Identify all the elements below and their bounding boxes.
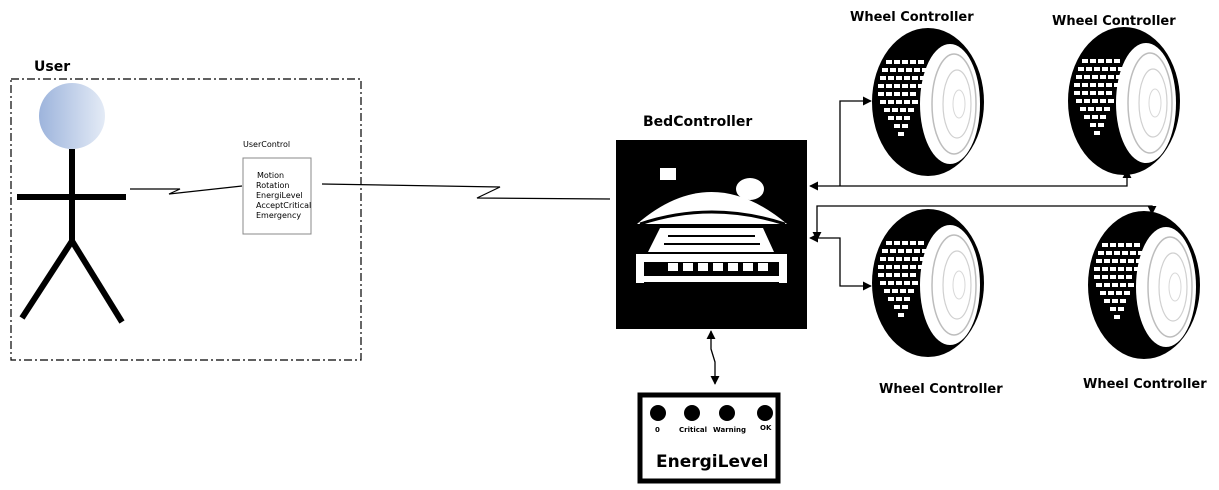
energy-level-panel: 0 Critical Warning OK EnergiLevel <box>640 395 778 481</box>
indicator-ok-light-icon <box>757 405 773 421</box>
wheel-icon-top-right <box>1068 27 1180 175</box>
wheel-icon-bottom-left <box>872 209 984 357</box>
indicator-critical-label: Critical <box>679 426 707 434</box>
bed-controller-icon <box>616 140 807 329</box>
indicator-critical-light-icon <box>684 405 700 421</box>
indicator-warning-light-icon <box>719 405 735 421</box>
user-to-control-link <box>130 186 242 194</box>
user-control-item: Motion <box>257 171 284 180</box>
user-control-title: UserControl <box>243 140 290 149</box>
bed-to-wheel-top-left-arrow <box>840 101 871 186</box>
indicator-zero-light-icon <box>650 405 666 421</box>
indicator-warning-label: Warning <box>713 426 746 434</box>
user-control-item: Emergency <box>256 211 301 220</box>
user-control-item: EnergiLevel <box>256 191 303 200</box>
wheel-controller-label-top-left: Wheel Controller <box>850 10 974 25</box>
wheel-controller-label-bottom-left: Wheel Controller <box>879 382 1003 397</box>
user-stick-figure <box>17 83 126 322</box>
wheel-controller-label-top-right: Wheel Controller <box>1052 14 1176 29</box>
bed-controller-label: BedController <box>643 114 752 130</box>
wheel-icon-bottom-right <box>1088 211 1200 359</box>
user-label: User <box>34 59 70 75</box>
indicator-zero-label: 0 <box>655 426 660 434</box>
user-head-icon <box>39 83 105 149</box>
wheel-controller-label-bottom-right: Wheel Controller <box>1083 377 1207 392</box>
energy-level-title: EnergiLevel <box>656 452 768 472</box>
control-to-bed-link <box>322 184 610 199</box>
bed-to-wheel-top-right-arrow <box>810 170 1127 186</box>
indicator-ok-label: OK <box>760 424 772 432</box>
bed-to-energy-arrow <box>711 331 715 384</box>
bed-to-wheel-bottom-right-arrow <box>817 206 1152 240</box>
bed-to-wheel-bottom-left-arrow <box>810 238 871 286</box>
user-control-item: AcceptCritical <box>256 201 311 210</box>
user-control-item: Rotation <box>256 181 289 190</box>
wheel-icon-top-left <box>872 28 984 176</box>
